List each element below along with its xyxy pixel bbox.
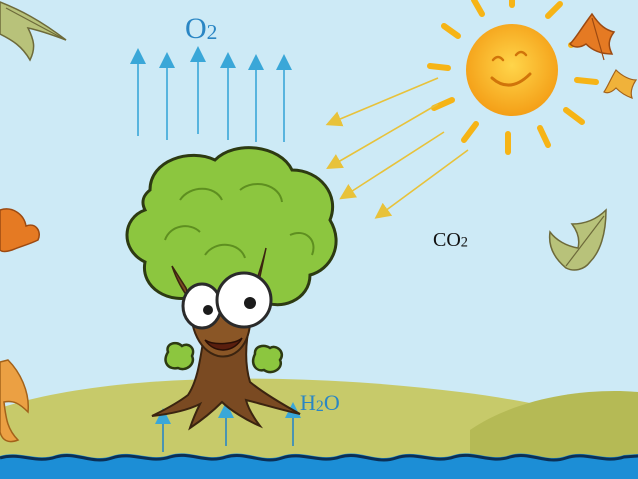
autumn-leaf-icon	[0, 359, 29, 443]
carbon-dioxide-label: CO2	[433, 229, 468, 252]
oxygen-label-subscript: 2	[206, 20, 218, 45]
autumn-leaf-icon	[568, 12, 616, 61]
carbon-dioxide-label-subscript: 2	[460, 234, 468, 251]
sunlight-arrows	[325, 77, 469, 219]
oxygen-label-main: O	[185, 12, 207, 45]
autumn-leaf-icon	[548, 208, 607, 271]
water-label-main: H	[300, 390, 316, 415]
water-label: H2O	[300, 390, 340, 416]
water-arrows	[155, 402, 301, 452]
autumn-leaf-icon	[0, 1, 67, 62]
hill-back	[470, 391, 638, 470]
water-label-subscript: 2	[315, 397, 324, 415]
oxygen-arrows	[130, 46, 292, 142]
tree-character-icon	[125, 146, 338, 431]
water-band	[0, 453, 638, 479]
autumn-leaf-icon	[603, 69, 638, 99]
oxygen-label: O2	[185, 12, 217, 46]
water-label-rest: O	[323, 390, 340, 415]
carbon-dioxide-label-main: CO	[433, 229, 461, 251]
autumn-leaf-icon	[0, 208, 40, 253]
